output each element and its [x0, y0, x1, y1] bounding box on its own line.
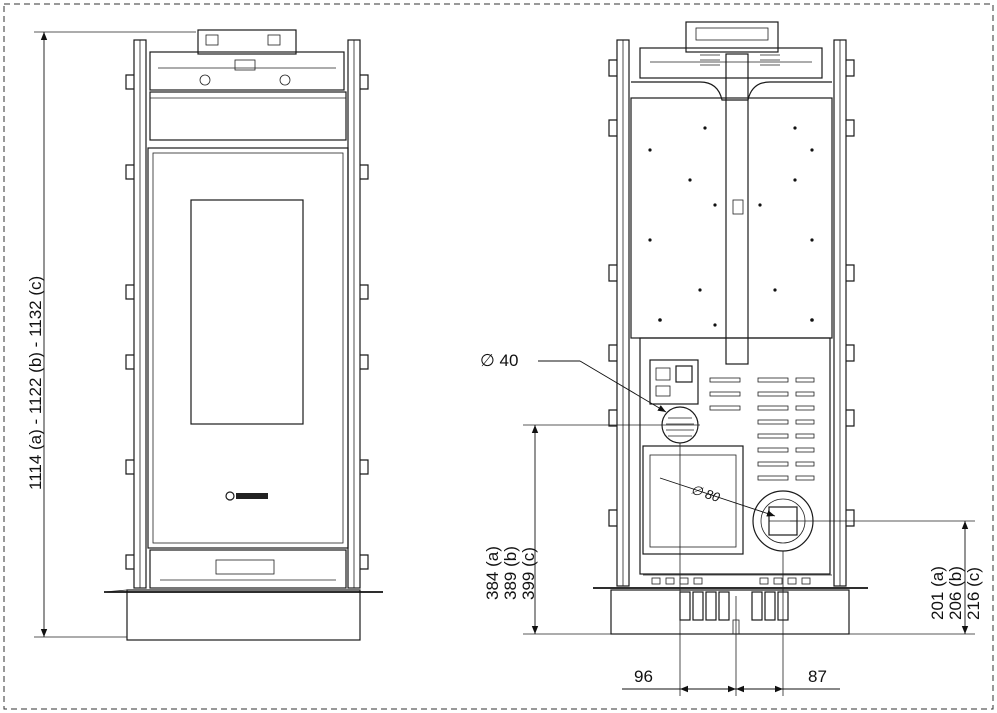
rear-base-openings [679, 591, 789, 621]
rear-base [610, 589, 850, 635]
drawing-border [3, 3, 994, 710]
pipe-large-height-c: 216 (c) [964, 567, 983, 620]
rear-upper-panel [630, 97, 833, 339]
pipe-small-height-a: 384 (a) [483, 546, 502, 600]
pipe-small-height-b: 389 (b) [501, 546, 520, 600]
pipe-large-callout: ∅ 80 [659, 477, 776, 517]
height-dimension: 1114 (a) - 1122 (b) - 1132 (c) [26, 31, 196, 638]
pipe-large-height-dimension: 201 (a) 206 (b) 216 (c) [790, 520, 983, 635]
rear-top-connector [685, 21, 779, 53]
height-label: 1114 (a) - 1122 (b) - 1132 (c) [26, 276, 45, 490]
pipe-small-callout: ∅ 40 [480, 351, 667, 413]
rear-central-channel [725, 53, 749, 365]
front-base [126, 589, 361, 641]
front-display-window [190, 199, 304, 425]
brand-logo [236, 493, 268, 499]
pipe-small-height-c: 399 (c) [519, 547, 538, 600]
pipe-large-height-a: 201 (a) [928, 566, 947, 620]
pipe-small-label: ∅ 40 [480, 351, 518, 370]
brand-logo-icon [225, 491, 235, 501]
pipe-large-label: ∅ 80 [689, 482, 722, 506]
front-top-bracket [197, 29, 297, 55]
horizontal-offset-dimensions: 96 87 [622, 443, 840, 696]
rear-view [593, 21, 868, 635]
rear-vent-grille [709, 377, 815, 481]
front-bottom-panel [149, 549, 347, 589]
rear-access-hatch [642, 445, 744, 555]
front-view [103, 29, 383, 641]
front-top-panel [149, 91, 347, 141]
pipe-large-height-b: 206 (b) [946, 566, 965, 620]
front-glass-panel [147, 147, 349, 549]
offset-right-label: 87 [808, 667, 827, 686]
electrical-connector [649, 359, 699, 405]
rear-lower-panel [639, 337, 831, 575]
offset-left-label: 96 [634, 667, 653, 686]
pipe-small-height-dimension: 384 (a) 389 (b) 399 (c) [483, 424, 700, 635]
